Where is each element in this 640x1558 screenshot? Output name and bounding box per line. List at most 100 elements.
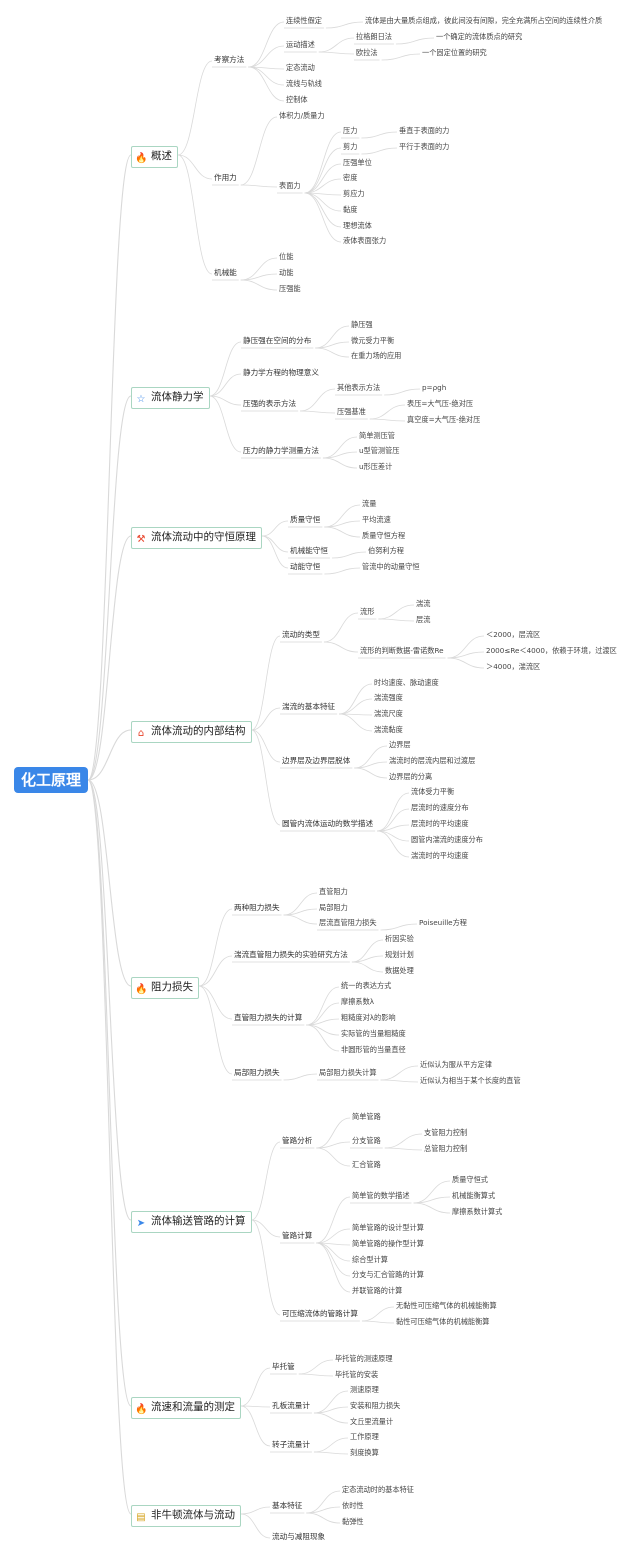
node-机械能守恒[interactable]: 机械能守恒 — [290, 544, 328, 558]
node-总管阻力控制[interactable]: 总管阻力控制 — [424, 1142, 467, 1156]
node-u型管测管压[interactable]: u型管测管压 — [359, 444, 400, 458]
node-层流直管阻力损失[interactable]: 层流直管阻力损失 — [319, 916, 377, 930]
node-静力学方程的物理意义[interactable]: 静力学方程的物理意义 — [243, 366, 319, 380]
node-p-gh[interactable]: p=ρgh — [422, 381, 446, 395]
node-质量守恒式[interactable]: 质量守恒式 — [452, 1173, 488, 1187]
node-其他表示方法[interactable]: 其他表示方法 — [337, 381, 380, 395]
node-圆管内湍流的速度分布[interactable]: 圆管内湍流的速度分布 — [411, 833, 483, 847]
node-边界层及边界层脱体[interactable]: 边界层及边界层脱体 — [282, 754, 350, 768]
node-控制体[interactable]: 控制体 — [286, 93, 308, 107]
node-局部阻力损失计算[interactable]: 局部阻力损失计算 — [319, 1066, 377, 1080]
node-直管阻力[interactable]: 直管阻力 — [319, 885, 348, 899]
node-湍流时的平均速度[interactable]: 湍流时的平均速度 — [411, 849, 469, 863]
node-简单管路的设计型计算[interactable]: 简单管路的设计型计算 — [352, 1221, 424, 1235]
node-流体受力平衡[interactable]: 流体受力平衡 — [411, 785, 454, 799]
node-机械能[interactable]: 机械能 — [214, 266, 237, 280]
node-可压缩流体的管路计算[interactable]: 可压缩流体的管路计算 — [282, 1307, 358, 1321]
node-动能[interactable]: 动能 — [279, 266, 293, 280]
node-湍流强度[interactable]: 湍流强度 — [374, 691, 403, 705]
node-综合型计算[interactable]: 综合型计算 — [352, 1253, 388, 1267]
node-运动描述[interactable]: 运动描述 — [286, 38, 315, 52]
node-一个固定位置的研究[interactable]: 一个固定位置的研究 — [422, 46, 487, 60]
node-析因实验[interactable]: 析因实验 — [385, 932, 414, 946]
node-质量守恒方程[interactable]: 质量守恒方程 — [362, 529, 405, 543]
node-层流[interactable]: 层流 — [416, 613, 430, 627]
node-剪力[interactable]: 剪力 — [343, 140, 357, 154]
node-u形压差计[interactable]: u形压差计 — [359, 460, 392, 474]
node-两种阻力损失[interactable]: 两种阻力损失 — [234, 901, 280, 915]
node-摩擦系数计算式[interactable]: 摩擦系数计算式 — [452, 1205, 502, 1219]
node-静压强[interactable]: 静压强 — [351, 318, 373, 332]
node-流形[interactable]: 流形 — [360, 605, 374, 619]
node-刻度换算[interactable]: 刻度换算 — [350, 1446, 379, 1460]
node-毕托管的测速原理[interactable]: 毕托管的测速原理 — [335, 1352, 393, 1366]
node-压强的表示方法[interactable]: 压强的表示方法 — [243, 397, 296, 411]
node-局部阻力损失[interactable]: 局部阻力损失 — [234, 1066, 280, 1080]
node-简单管路的操作型计算[interactable]: 简单管路的操作型计算 — [352, 1237, 424, 1251]
node-微元受力平衡[interactable]: 微元受力平衡 — [351, 334, 394, 348]
node-流动的类型[interactable]: 流动的类型 — [282, 628, 320, 642]
node-考察方法[interactable]: 考察方法 — [214, 53, 244, 67]
node-毕托管[interactable]: 毕托管 — [272, 1360, 295, 1374]
node-摩擦系数[interactable]: 摩擦系数λ — [341, 995, 374, 1009]
node-简单测压管[interactable]: 简单测压管 — [359, 429, 395, 443]
node-压强基准[interactable]: 压强基准 — [337, 405, 366, 419]
node-伯努利方程[interactable]: 伯努利方程 — [368, 544, 404, 558]
node-压强单位[interactable]: 压强单位 — [343, 156, 372, 170]
node-机械能衡算式[interactable]: 机械能衡算式 — [452, 1189, 495, 1203]
node-局部阻力[interactable]: 局部阻力 — [319, 901, 348, 915]
node-动能守恒[interactable]: 动能守恒 — [290, 560, 320, 574]
node-近似认为相当于某个长度的直管[interactable]: 近似认为相当于某个长度的直管 — [420, 1074, 521, 1088]
node-湍流尺度[interactable]: 湍流尺度 — [374, 707, 403, 721]
node-定态流动[interactable]: 定态流动 — [286, 61, 315, 75]
node-文丘里流量计[interactable]: 文丘里流量计 — [350, 1415, 393, 1429]
node-作用力[interactable]: 作用力 — [214, 171, 237, 185]
node-流动与减阻现象[interactable]: 流动与减阻现象 — [272, 1530, 325, 1544]
node-液体表面张力[interactable]: 液体表面张力 — [343, 234, 386, 248]
node-工作原理[interactable]: 工作原理 — [350, 1430, 379, 1444]
node-密度[interactable]: 密度 — [343, 171, 357, 185]
node-近似认为服从平方定律[interactable]: 近似认为服从平方定律 — [420, 1058, 492, 1072]
branch-topic[interactable]: ▤非牛顿流体与流动 — [131, 1505, 241, 1527]
node-依时性[interactable]: 依时性 — [342, 1499, 364, 1513]
node-湍流[interactable]: 湍流 — [416, 597, 430, 611]
node-连续性假定[interactable]: 连续性假定 — [286, 14, 322, 28]
branch-topic[interactable]: 🔥概述 — [131, 146, 178, 168]
branch-topic[interactable]: ⚒流体流动中的守恒原理 — [131, 527, 262, 549]
node-poiseuille方程[interactable]: Poiseuille方程 — [419, 916, 467, 930]
node-层流时的平均速度[interactable]: 层流时的平均速度 — [411, 817, 469, 831]
node-粗糙度对-的影响[interactable]: 粗糙度对λ的影响 — [341, 1011, 396, 1025]
node-垂直于表面的力[interactable]: 垂直于表面的力 — [399, 124, 449, 138]
node-平均流速[interactable]: 平均流速 — [362, 513, 391, 527]
node-黏弹性[interactable]: 黏弹性 — [342, 1515, 364, 1529]
node-数据处理[interactable]: 数据处理 — [385, 964, 414, 978]
node-简单管路[interactable]: 简单管路 — [352, 1110, 381, 1124]
node-并联管路的计算[interactable]: 并联管路的计算 — [352, 1284, 402, 1298]
node-压力[interactable]: 压力 — [343, 124, 357, 138]
node-表面力[interactable]: 表面力 — [279, 179, 301, 193]
node-压力的静力学测量方法[interactable]: 压力的静力学测量方法 — [243, 444, 319, 458]
node-管路分析[interactable]: 管路分析 — [282, 1134, 312, 1148]
node-黏性可压缩气体的机械能衡算[interactable]: 黏性可压缩气体的机械能衡算 — [396, 1315, 489, 1329]
node-支管阻力控制[interactable]: 支管阻力控制 — [424, 1126, 467, 1140]
node-规划计划[interactable]: 规划计划 — [385, 948, 414, 962]
node-平行于表面的力[interactable]: 平行于表面的力 — [399, 140, 449, 154]
node-分支与汇合管路的计算[interactable]: 分支与汇合管路的计算 — [352, 1268, 424, 1282]
node-统一的表达方式[interactable]: 统一的表达方式 — [341, 979, 391, 993]
node-位能[interactable]: 位能 — [279, 250, 293, 264]
node-分支管路[interactable]: 分支管路 — [352, 1134, 381, 1148]
node-理想流体[interactable]: 理想流体 — [343, 219, 372, 233]
node-汇合管路[interactable]: 汇合管路 — [352, 1158, 381, 1172]
node-4000-湍流区[interactable]: ＞4000，湍流区 — [486, 660, 540, 674]
node-流线与轨线[interactable]: 流线与轨线 — [286, 77, 322, 91]
node-非圆形管的当量直径[interactable]: 非圆形管的当量直径 — [341, 1043, 406, 1057]
node-边界层的分离[interactable]: 边界层的分离 — [389, 770, 432, 784]
node-剪应力[interactable]: 剪应力 — [343, 187, 365, 201]
branch-topic[interactable]: ➤流体输送管路的计算 — [131, 1211, 252, 1233]
node-流量[interactable]: 流量 — [362, 497, 376, 511]
node-拉格朗日法[interactable]: 拉格朗日法 — [356, 30, 392, 44]
node-一个确定的流体质点的研究[interactable]: 一个确定的流体质点的研究 — [436, 30, 522, 44]
branch-topic[interactable]: ⌂流体流动的内部结构 — [131, 721, 252, 743]
node-直管阻力损失的计算[interactable]: 直管阻力损失的计算 — [234, 1011, 302, 1025]
node-流形的判断数据-雷诺数re[interactable]: 流形的判断数据-雷诺数Re — [360, 644, 444, 658]
